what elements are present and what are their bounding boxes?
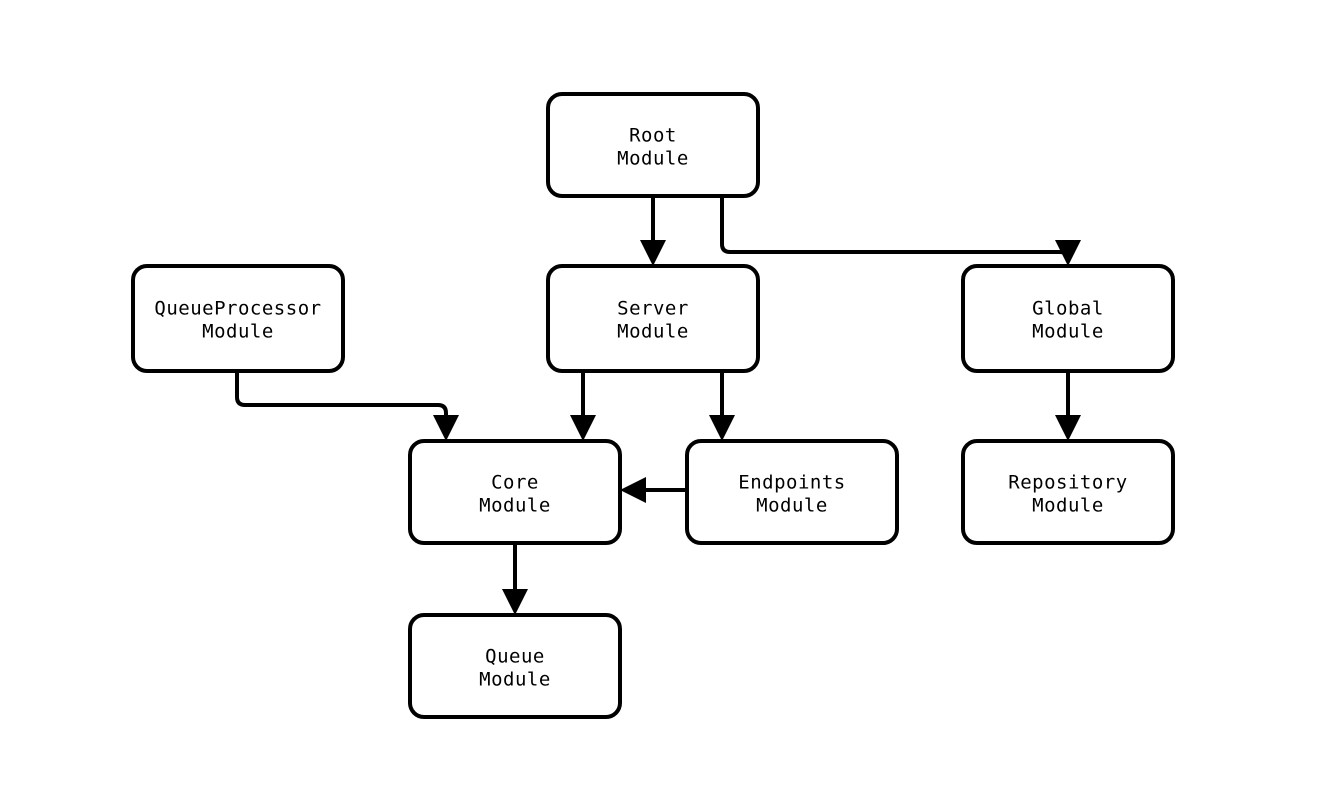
edge-global-to-repository <box>1055 371 1081 441</box>
node-endpoints-module-label-line1: Endpoints <box>738 472 845 494</box>
edge-global-to-repository-arrowhead <box>1055 415 1081 441</box>
edge-endpoints-to-core <box>620 477 687 503</box>
edge-core-to-queue <box>502 543 528 615</box>
node-core-module-label-line1: Core <box>491 472 539 494</box>
edge-root-to-global-arrowhead <box>1055 240 1081 266</box>
node-core-module[interactable]: Core Module <box>408 439 622 545</box>
node-global-module-label-line2: Module <box>1032 321 1104 343</box>
edge-server-to-core-arrowhead <box>570 415 596 441</box>
edge-server-to-core <box>570 371 596 441</box>
node-repository-module-label-line2: Module <box>1032 495 1104 517</box>
node-server-module-box[interactable] <box>546 264 760 373</box>
node-core-module-label-line2: Module <box>479 495 551 517</box>
edge-endpoints-to-core-arrowhead <box>620 477 646 503</box>
node-repository-module-box[interactable] <box>961 439 1175 545</box>
node-repository-module[interactable]: Repository Module <box>961 439 1175 545</box>
edge-queueprocessor-to-core-arrowhead <box>433 415 459 441</box>
node-queueprocessor-module-box[interactable] <box>131 264 345 373</box>
node-endpoints-module-label-line2: Module <box>756 495 828 517</box>
node-root-module[interactable]: Root Module <box>546 92 760 198</box>
edge-root-to-global <box>720 196 1081 266</box>
node-server-module-label-line1: Server <box>617 298 689 320</box>
node-repository-module-label-line1: Repository <box>1008 472 1127 494</box>
edge-root-to-global-line <box>720 196 1070 262</box>
node-server-module[interactable]: Server Module <box>546 264 760 373</box>
edge-root-to-server-arrowhead <box>640 240 666 266</box>
edge-core-to-queue-arrowhead <box>502 589 528 615</box>
node-queue-module-label-line1: Queue <box>485 646 545 668</box>
node-endpoints-module[interactable]: Endpoints Module <box>685 439 899 545</box>
node-root-module-label-line2: Module <box>617 148 689 170</box>
edge-server-to-endpoints <box>709 371 735 441</box>
node-queueprocessor-module-label-line2: Module <box>202 321 274 343</box>
node-server-module-label-line2: Module <box>617 321 689 343</box>
node-global-module-label-line1: Global <box>1032 298 1104 320</box>
node-core-module-box[interactable] <box>408 439 622 545</box>
node-queueprocessor-module-label-line1: QueueProcessor <box>154 298 321 320</box>
node-global-module-box[interactable] <box>961 264 1175 373</box>
edge-root-to-server <box>640 196 666 266</box>
node-root-module-box[interactable] <box>546 92 760 198</box>
node-queue-module-label-line2: Module <box>479 669 551 691</box>
node-queueprocessor-module[interactable]: QueueProcessor Module <box>131 264 345 373</box>
node-global-module[interactable]: Global Module <box>961 264 1175 373</box>
edge-server-to-endpoints-arrowhead <box>709 415 735 441</box>
node-queue-module[interactable]: Queue Module <box>408 613 622 719</box>
node-queue-module-box[interactable] <box>408 613 622 719</box>
node-endpoints-module-box[interactable] <box>685 439 899 545</box>
edge-queueprocessor-to-core <box>235 371 459 441</box>
node-root-module-label-line1: Root <box>629 125 677 147</box>
edge-queueprocessor-to-core-line <box>235 371 448 427</box>
